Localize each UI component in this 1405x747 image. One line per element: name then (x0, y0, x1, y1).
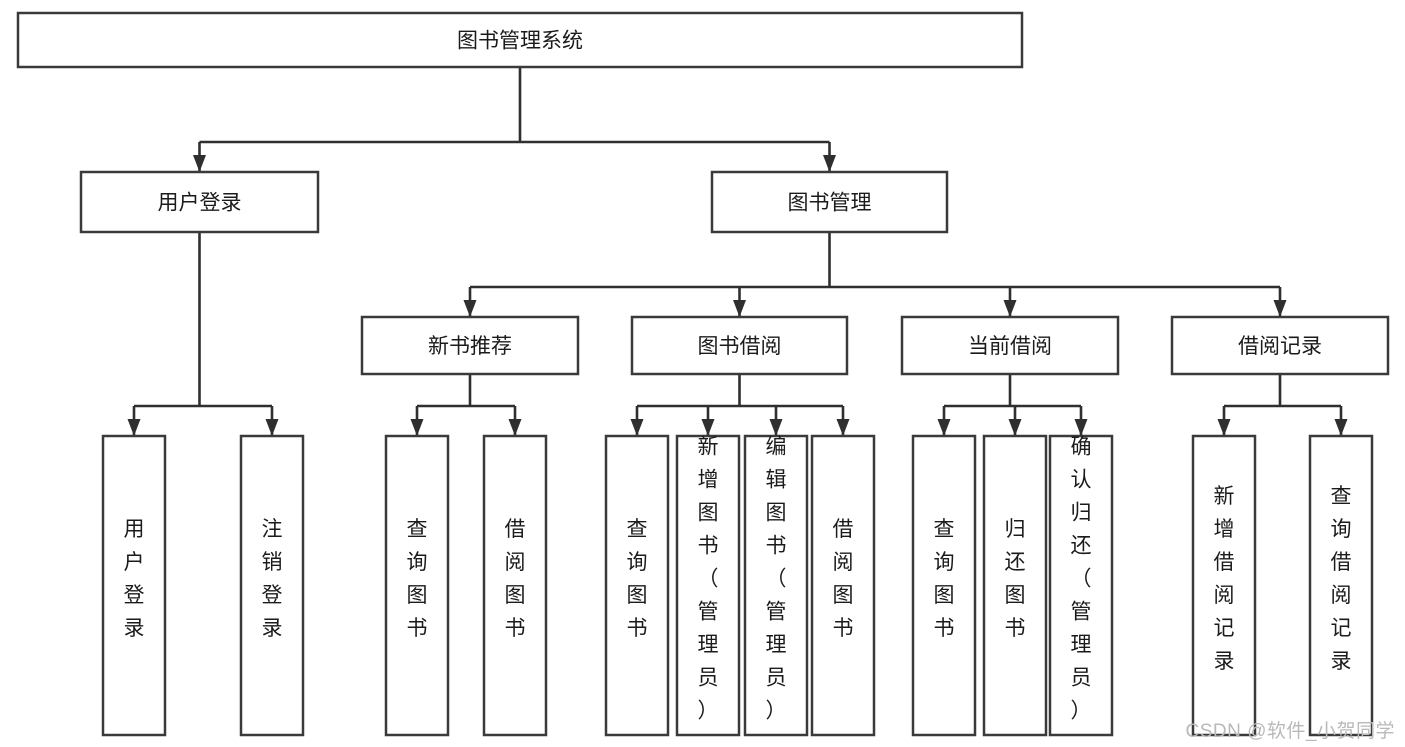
node-book-borrow[interactable]: 图书借阅 (630, 315, 849, 376)
node-label-current-borrow: 当前借阅 (968, 335, 1052, 358)
node-box-leaf-edit-book[interactable] (743, 434, 809, 737)
node-box-root[interactable] (16, 11, 1024, 69)
node-box-current-borrow[interactable] (900, 315, 1120, 376)
node-label-leaf-logout: 注销登录 (262, 518, 283, 640)
arrow-head-icon (1074, 419, 1088, 436)
node-leaf-borrow-book-1[interactable]: 借阅图书 (482, 434, 548, 737)
node-box-leaf-confirm-return[interactable] (1048, 434, 1114, 737)
edge-group-book-manage (463, 232, 1287, 317)
arrow-head-icon (193, 155, 206, 172)
node-label-leaf-edit-book: 编辑图书（管理员） (766, 436, 787, 723)
node-label-leaf-add-book: 新增图书（管理员） (698, 436, 719, 723)
node-leaf-query-record[interactable]: 查询借阅记录 (1308, 434, 1374, 737)
arrow-head-icon (1217, 419, 1231, 436)
edge-group-new-book-recommend (410, 374, 522, 436)
node-leaf-add-record[interactable]: 新增借阅记录 (1191, 434, 1257, 737)
node-new-book-recommend[interactable]: 新书推荐 (360, 315, 580, 376)
node-leaf-query-book-2[interactable]: 查询图书 (604, 434, 670, 737)
node-box-leaf-user-login[interactable] (101, 434, 167, 737)
node-label-leaf-borrow-book-2: 借阅图书 (833, 518, 854, 640)
node-box-leaf-return-book[interactable] (982, 434, 1048, 737)
node-label-new-book-recommend: 新书推荐 (428, 335, 512, 358)
node-leaf-query-book-1[interactable]: 查询图书 (384, 434, 450, 737)
node-user-login[interactable]: 用户登录 (79, 170, 320, 234)
node-box-leaf-logout[interactable] (239, 434, 305, 737)
arrow-head-icon (823, 155, 836, 172)
arrow-head-icon (127, 419, 141, 436)
node-box-new-book-recommend[interactable] (360, 315, 580, 376)
node-label-leaf-query-record: 查询借阅记录 (1331, 485, 1352, 673)
node-box-leaf-query-book-2[interactable] (604, 434, 670, 737)
arrow-head-icon (265, 419, 279, 436)
node-leaf-query-book-3[interactable]: 查询图书 (911, 434, 977, 737)
edge-group-user-login (127, 232, 279, 436)
arrow-head-icon (733, 300, 746, 317)
edge-layer (127, 67, 1348, 436)
arrow-head-icon (630, 419, 644, 436)
node-box-leaf-query-record[interactable] (1308, 434, 1374, 737)
node-box-leaf-add-book[interactable] (675, 434, 741, 737)
node-borrow-record[interactable]: 借阅记录 (1170, 315, 1390, 376)
node-box-leaf-add-record[interactable] (1191, 434, 1257, 737)
node-label-book-borrow: 图书借阅 (698, 335, 782, 358)
arrow-head-icon (1008, 419, 1022, 436)
arrow-head-icon (410, 419, 424, 436)
node-leaf-edit-book[interactable]: 编辑图书（管理员） (743, 434, 809, 737)
node-box-book-borrow[interactable] (630, 315, 849, 376)
node-leaf-logout[interactable]: 注销登录 (239, 434, 305, 737)
node-box-borrow-record[interactable] (1170, 315, 1390, 376)
edge-group-root (193, 67, 836, 172)
arrow-head-icon (1334, 419, 1348, 436)
node-box-leaf-query-book-3[interactable] (911, 434, 977, 737)
node-label-leaf-add-record: 新增借阅记录 (1214, 485, 1235, 673)
node-book-manage[interactable]: 图书管理 (710, 170, 949, 234)
node-label-leaf-query-book-2: 查询图书 (627, 518, 648, 640)
node-layer: 图书管理系统用户登录图书管理新书推荐图书借阅当前借阅借阅记录用户登录注销登录查询… (16, 11, 1390, 737)
node-leaf-user-login[interactable]: 用户登录 (101, 434, 167, 737)
node-label-leaf-borrow-book-1: 借阅图书 (505, 518, 526, 640)
edge-group-current-borrow (937, 374, 1088, 436)
node-label-leaf-query-book-1: 查询图书 (407, 518, 428, 640)
node-leaf-confirm-return[interactable]: 确认归还（管理员） (1048, 434, 1114, 737)
arrow-head-icon (937, 419, 951, 436)
arrow-head-icon (463, 300, 477, 317)
node-box-book-manage[interactable] (710, 170, 949, 234)
node-label-leaf-confirm-return: 确认归还（管理员） (1071, 436, 1092, 723)
node-label-user-login: 用户登录 (158, 192, 242, 215)
node-box-leaf-query-book-1[interactable] (384, 434, 450, 737)
node-box-leaf-borrow-book-1[interactable] (482, 434, 548, 737)
edge-group-borrow-record (1217, 374, 1348, 436)
node-label-leaf-user-login: 用户登录 (124, 518, 145, 640)
arrow-head-icon (1273, 300, 1287, 317)
arrow-head-icon (1003, 300, 1017, 317)
arrow-head-icon (836, 419, 850, 436)
node-box-user-login[interactable] (79, 170, 320, 234)
node-leaf-borrow-book-2[interactable]: 借阅图书 (810, 434, 876, 737)
node-label-borrow-record: 借阅记录 (1238, 335, 1322, 358)
node-leaf-add-book[interactable]: 新增图书（管理员） (675, 434, 741, 737)
node-current-borrow[interactable]: 当前借阅 (900, 315, 1120, 376)
node-label-book-manage: 图书管理 (788, 192, 872, 215)
arrow-head-icon (701, 419, 715, 436)
edge-group-book-borrow (630, 374, 850, 436)
node-root[interactable]: 图书管理系统 (16, 11, 1024, 69)
node-leaf-return-book[interactable]: 归还图书 (982, 434, 1048, 737)
node-label-root: 图书管理系统 (457, 30, 583, 53)
arrow-head-icon (508, 419, 522, 436)
arrow-head-icon (769, 419, 783, 436)
node-box-leaf-borrow-book-2[interactable] (810, 434, 876, 737)
node-label-leaf-query-book-3: 查询图书 (934, 518, 955, 640)
watermark-label: CSDN @软件_小贺同学 (1185, 721, 1395, 742)
node-label-leaf-return-book: 归还图书 (1005, 518, 1026, 640)
